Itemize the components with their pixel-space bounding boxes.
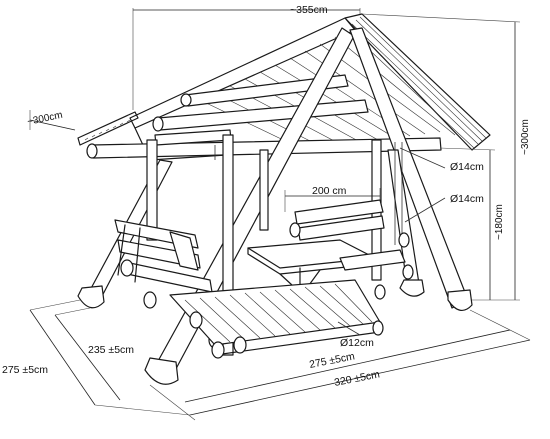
label-log-diameter-c: Ø12cm <box>340 337 374 349</box>
bench-left <box>114 219 239 349</box>
label-width-top: ~355cm <box>290 4 328 16</box>
dimension-lines <box>29 8 531 421</box>
bench-right <box>289 199 414 300</box>
label-outer-depth: 275 ±5cm <box>2 364 48 376</box>
label-overhang-left: ~300cm <box>26 110 63 128</box>
label-inner-depth: 235 ±5cm <box>88 344 134 356</box>
label-outer-width: 320 ±5cm <box>333 368 381 389</box>
label-height-posts: ~180cm <box>494 204 505 240</box>
chains <box>214 142 403 245</box>
label-log-diameter-b: Ø14cm <box>450 193 484 205</box>
dimension-labels: ~355cm ~300cm ~300cm ~180cm Ø14cm Ø14cm … <box>2 4 531 389</box>
label-table-length: 200 cm <box>312 185 347 197</box>
label-log-diameter-a: Ø14cm <box>450 161 484 173</box>
label-inner-width: 275 ±5cm <box>308 350 356 371</box>
swing-platform <box>169 279 384 359</box>
label-height-total: ~300cm <box>520 119 531 155</box>
